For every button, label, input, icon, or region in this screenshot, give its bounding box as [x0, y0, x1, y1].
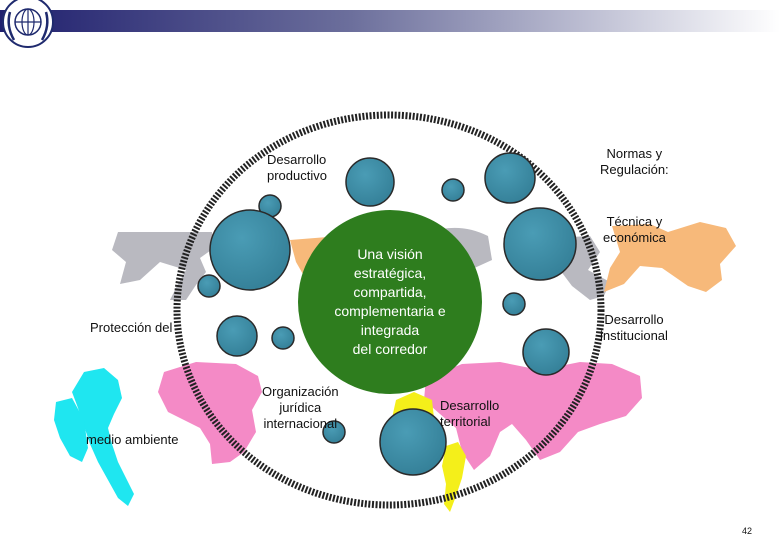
center-line: compartida,: [353, 284, 427, 300]
label-line: Desarrollo: [440, 398, 500, 413]
label-organizacion-juridica: Organización jurídica internacional: [262, 384, 339, 432]
bubble: [502, 292, 526, 316]
bubble: [522, 328, 570, 376]
label-desarrollo-institucional: Desarrollo institucional: [600, 312, 668, 344]
label-normas-regulacion: Normas y Regulación:: [600, 146, 669, 178]
label-line: productivo: [267, 168, 327, 183]
page-number: 42: [741, 526, 752, 536]
center-circle: [298, 210, 482, 394]
bubble: [216, 315, 258, 357]
label-line: Técnica y: [606, 214, 663, 229]
label-line: Desarrollo: [604, 312, 664, 327]
center-line: complementaria e: [334, 303, 446, 319]
center-text: Una visión estratégica, compartida, comp…: [300, 245, 480, 359]
figure-peach-right: [604, 222, 736, 292]
label-tecnica-economica: Técnica y económica: [603, 214, 666, 246]
bubble: [484, 152, 536, 204]
bubble: [441, 178, 465, 202]
label-desarrollo-territorial: Desarrollo territorial: [440, 398, 499, 430]
un-emblem-icon: [2, 0, 54, 48]
bubble: [197, 274, 221, 298]
center-line: Una visión: [357, 246, 423, 262]
center-line: integrada: [360, 322, 420, 338]
bubble: [345, 157, 395, 207]
label-line: Desarrollo: [267, 152, 327, 167]
label-line: económica: [603, 230, 666, 245]
figure-gray-left: [112, 232, 214, 300]
bubble: [271, 326, 295, 350]
label-line: jurídica: [279, 400, 322, 415]
label-line: Normas y: [606, 146, 663, 161]
bubble: [209, 209, 291, 291]
label-line: Organización: [262, 384, 339, 399]
label-proteccion: Protección del: [90, 320, 173, 335]
bubbles: [197, 152, 577, 476]
label-line: internacional: [263, 416, 338, 431]
figure-cyan: [54, 368, 134, 506]
center-line: estratégica,: [353, 265, 427, 281]
bubble: [503, 207, 577, 281]
bubble: [322, 420, 346, 444]
label-desarrollo-productivo: Desarrollo productivo: [267, 152, 327, 184]
figure-pink-right: [424, 362, 642, 470]
label-line: Regulación:: [600, 162, 669, 177]
label-line: institucional: [600, 328, 668, 343]
bubble: [379, 408, 447, 476]
center-line: del corredor: [352, 341, 428, 357]
header-band: [0, 10, 780, 32]
label-line: territorial: [440, 414, 491, 429]
label-medio-ambiente: medio ambiente: [86, 432, 179, 447]
outer-ring: [173, 111, 605, 509]
